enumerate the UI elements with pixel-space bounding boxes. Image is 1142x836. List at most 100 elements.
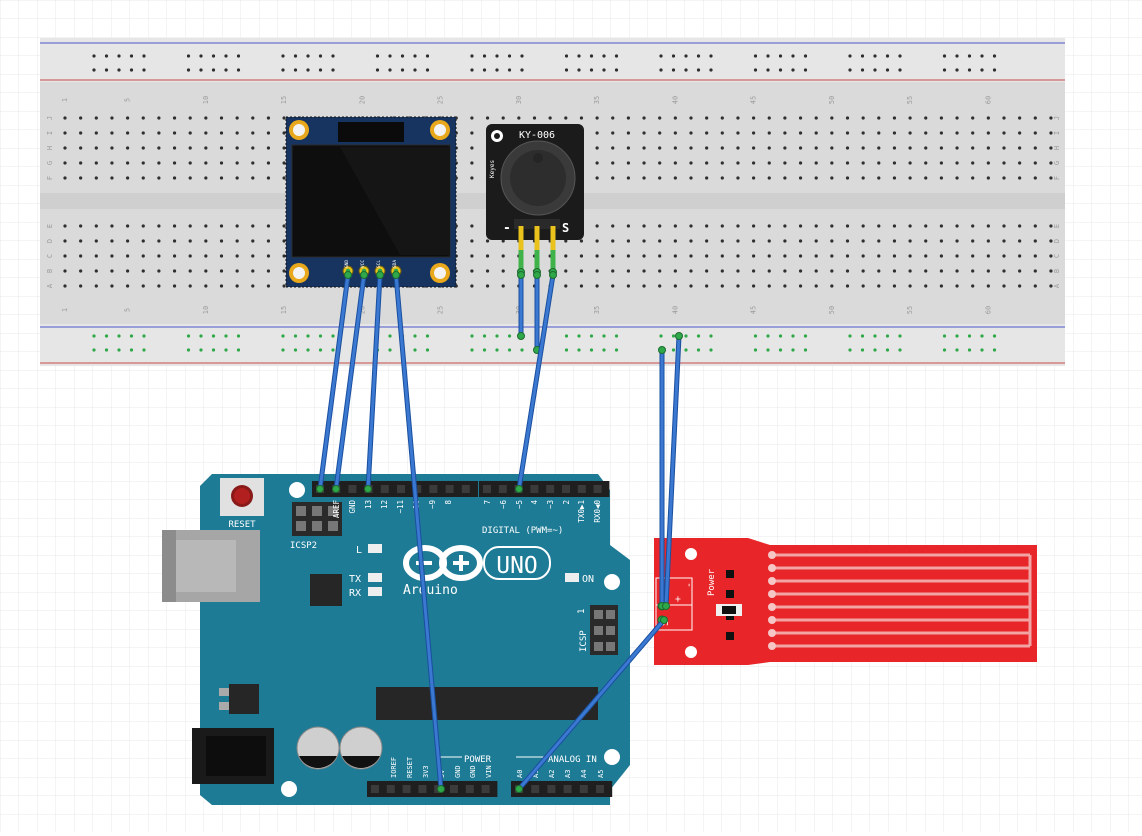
led-tx: [368, 573, 382, 582]
analog-pin-label: A2: [548, 770, 556, 778]
digital-pin-label: ~11: [396, 500, 405, 514]
icsp-label: ICSP: [579, 630, 589, 652]
digital-pin-label: GND: [348, 500, 357, 514]
column-number-top: 20: [358, 96, 366, 104]
sensor-trace-end: [768, 616, 776, 624]
header-socket: [531, 785, 540, 793]
column-number-top: 40: [671, 96, 679, 104]
header-body: [367, 781, 498, 797]
capacitor-1: [296, 726, 340, 770]
analog-pin-label: A0: [516, 770, 524, 778]
wire-endpoint: [344, 271, 352, 279]
header-socket: [465, 785, 474, 793]
oled-pin-label: VCC: [360, 260, 366, 268]
sensor-pin-label: -: [684, 582, 695, 588]
uno-badge: [483, 546, 551, 580]
arduino-mount-hole-1: [289, 482, 305, 498]
wire: [517, 618, 666, 791]
oled-pin-label: GND: [344, 260, 350, 268]
header-socket: [530, 485, 539, 493]
row-letter-right: B: [1053, 269, 1061, 273]
arduino-uno-board: RESET ICSP2 L TX RX ON UNO Ardu: [162, 474, 630, 805]
row-letter-left: F: [46, 176, 54, 180]
digital-pin-label: 13: [364, 500, 373, 509]
wire-endpoint: [332, 485, 340, 493]
header-socket: [596, 785, 604, 793]
analog-pin-header: [511, 781, 613, 797]
digital-pin-label: 2: [562, 500, 571, 505]
led-on-label: ON: [582, 574, 594, 585]
wire: [394, 273, 443, 791]
column-number-top: 55: [906, 96, 914, 104]
arduino-mount-hole-2: [604, 574, 620, 590]
wire-endpoint: [660, 616, 668, 624]
buzzer-pin-leg: [534, 226, 540, 250]
row-letter-right: E: [1053, 224, 1061, 228]
wire-endpoint: [360, 271, 368, 279]
buzzer-minus-label: -: [503, 221, 511, 236]
sensor-power-label: Power: [707, 568, 717, 596]
row-letter-left: I: [46, 131, 54, 135]
buzzer-pin-leg-lower: [518, 250, 524, 272]
icsp2-header: [292, 502, 342, 536]
sensor-trace-end: [768, 603, 776, 611]
buzzer-model: KY-006: [519, 130, 555, 141]
digital-pin-label: 12: [380, 500, 389, 509]
digital-pin-label: ~9: [428, 500, 437, 509]
digital-pin-label: TX0▶1: [577, 500, 586, 523]
voltage-regulator: [229, 684, 259, 714]
analog-pin-label: A3: [564, 770, 572, 778]
column-number-top: 45: [750, 96, 758, 104]
column-number-top: 1: [61, 98, 69, 102]
row-letter-left: G: [46, 161, 54, 165]
arduino-mount-hole-4: [604, 749, 620, 765]
buzzer-pin-leg-lower: [550, 250, 556, 272]
wire-endpoint: [658, 346, 666, 354]
row-letter-right: D: [1053, 239, 1061, 243]
row-letter-right: C: [1053, 254, 1061, 258]
led-tx-label: TX: [349, 574, 361, 585]
row-letter-left: C: [46, 254, 54, 258]
arduino-mount-hole-3: [281, 781, 297, 797]
wire-endpoint: [437, 785, 445, 793]
digital-header-label: DIGITAL (PWM=~): [482, 526, 563, 536]
sensor-trace-end: [768, 577, 776, 585]
digital-pin-label: 4: [530, 500, 539, 505]
row-letter-left: D: [46, 239, 54, 243]
wire-endpoint: [515, 785, 523, 793]
column-number-top: 50: [828, 96, 836, 104]
buzzer-pin-leg: [518, 226, 524, 250]
led-rx-label: RX: [349, 588, 361, 599]
header-socket: [546, 485, 555, 493]
column-number-bottom: 35: [593, 306, 601, 314]
header-socket: [562, 485, 570, 493]
power-pin-label: IOREF: [390, 757, 398, 778]
column-number-bottom: 5: [124, 308, 132, 312]
sensor-power-led: [726, 570, 734, 578]
wire-endpoint: [533, 271, 541, 279]
power-pin-label: GND: [454, 765, 462, 778]
column-number-top: 35: [593, 96, 601, 104]
power-pin-label: GND: [469, 765, 477, 778]
header-socket: [397, 485, 405, 493]
column-number-bottom: 20: [358, 306, 366, 314]
header-socket: [498, 485, 507, 493]
row-letter-left: B: [46, 269, 54, 273]
header-socket: [450, 785, 458, 793]
power-header-label: POWER: [464, 755, 492, 765]
row-letter-right: G: [1053, 161, 1061, 165]
sensor-trace-end: [768, 642, 776, 650]
column-number-bottom: 25: [437, 306, 445, 314]
wire-endpoint: [549, 271, 557, 279]
digital-pin-label: 8: [444, 500, 453, 505]
digital-pin-label: ~3: [546, 500, 555, 509]
wire: [366, 273, 382, 491]
header-socket: [348, 485, 357, 493]
column-number-bottom: 15: [280, 306, 288, 314]
wire-endpoint: [376, 271, 384, 279]
wire-endpoint: [364, 485, 372, 493]
digital-pin-label: RX0◀0: [593, 500, 602, 523]
column-number-bottom: 10: [202, 306, 210, 314]
